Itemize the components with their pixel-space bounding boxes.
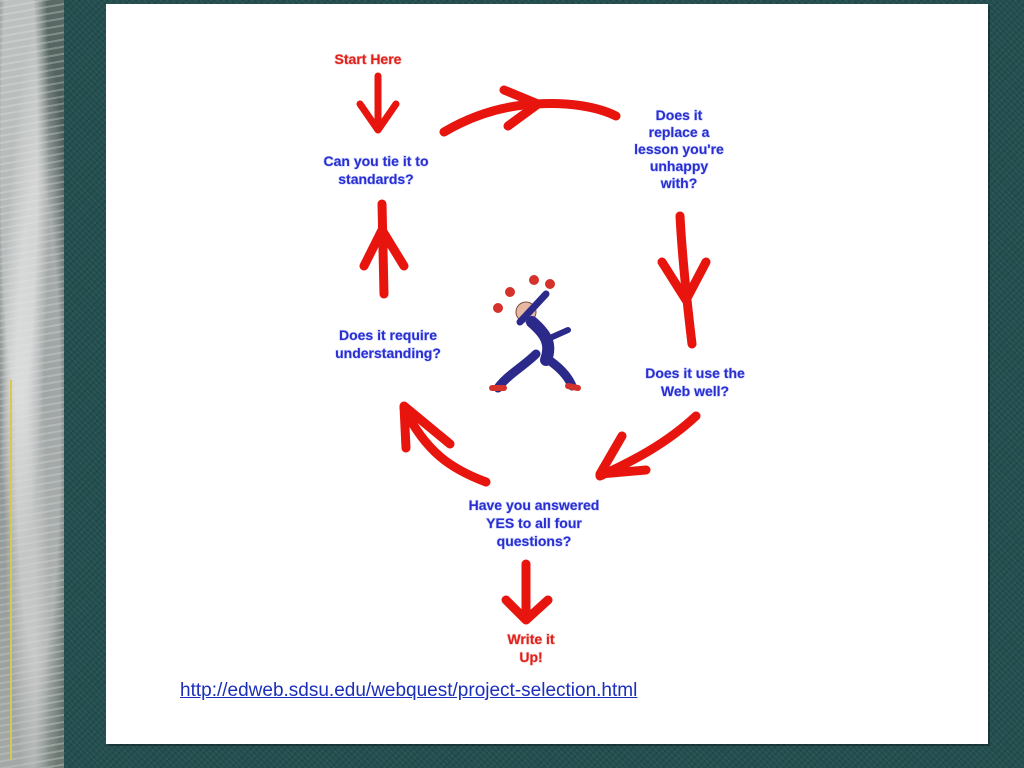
svg-text:unhappy: unhappy — [650, 158, 709, 174]
arrow-start-to-standards — [356, 72, 400, 134]
start-label: Start Here — [335, 51, 402, 67]
reference-link[interactable]: http://edweb.sdsu.edu/webquest/project-s… — [180, 680, 638, 701]
svg-text:Have you answered: Have you answered — [469, 497, 600, 513]
svg-text:standards?: standards? — [338, 171, 413, 187]
juggler-icon — [489, 275, 581, 393]
arrow-understanding-to-standards — [359, 199, 409, 299]
end-label: Write it Up! — [507, 630, 556, 665]
left-decorative-strip — [0, 0, 64, 768]
node-answered: Have you answered YES to all four questi… — [468, 496, 600, 549]
svg-text:questions?: questions? — [497, 533, 572, 549]
svg-text:YES to all four: YES to all four — [486, 515, 582, 531]
flow-diagram: Start Here Can you tie it to standards? … — [323, 50, 746, 665]
svg-text:Does it: Does it — [656, 107, 703, 123]
svg-text:Up!: Up! — [519, 649, 542, 665]
decorative-line — [10, 380, 12, 760]
svg-text:Can you tie it to: Can you tie it to — [324, 153, 429, 169]
svg-text:Web well?: Web well? — [661, 383, 729, 399]
node-understanding: Does it require understanding? — [335, 326, 442, 361]
node-standards: Can you tie it to standards? — [323, 152, 429, 187]
slide-canvas: Start Here Can you tie it to standards? … — [106, 4, 988, 744]
arrow-answered-to-understanding — [399, 401, 491, 487]
svg-text:Does it use the: Does it use the — [645, 365, 745, 381]
arrow-answered-to-end — [501, 559, 553, 625]
svg-text:with?: with? — [660, 175, 698, 191]
arrow-standards-to-replace — [439, 85, 621, 137]
svg-text:Write it: Write it — [507, 631, 555, 647]
arrow-web-to-answered — [595, 411, 701, 481]
svg-text:replace a: replace a — [649, 124, 710, 140]
node-replace: Does it replace a lesson you're unhappy … — [634, 106, 725, 191]
svg-text:lesson you're: lesson you're — [634, 141, 724, 157]
svg-text:Does it require: Does it require — [339, 327, 437, 343]
arrow-replace-to-web — [657, 211, 711, 349]
node-web: Does it use the Web well? — [645, 364, 746, 399]
svg-text:understanding?: understanding? — [335, 345, 441, 361]
